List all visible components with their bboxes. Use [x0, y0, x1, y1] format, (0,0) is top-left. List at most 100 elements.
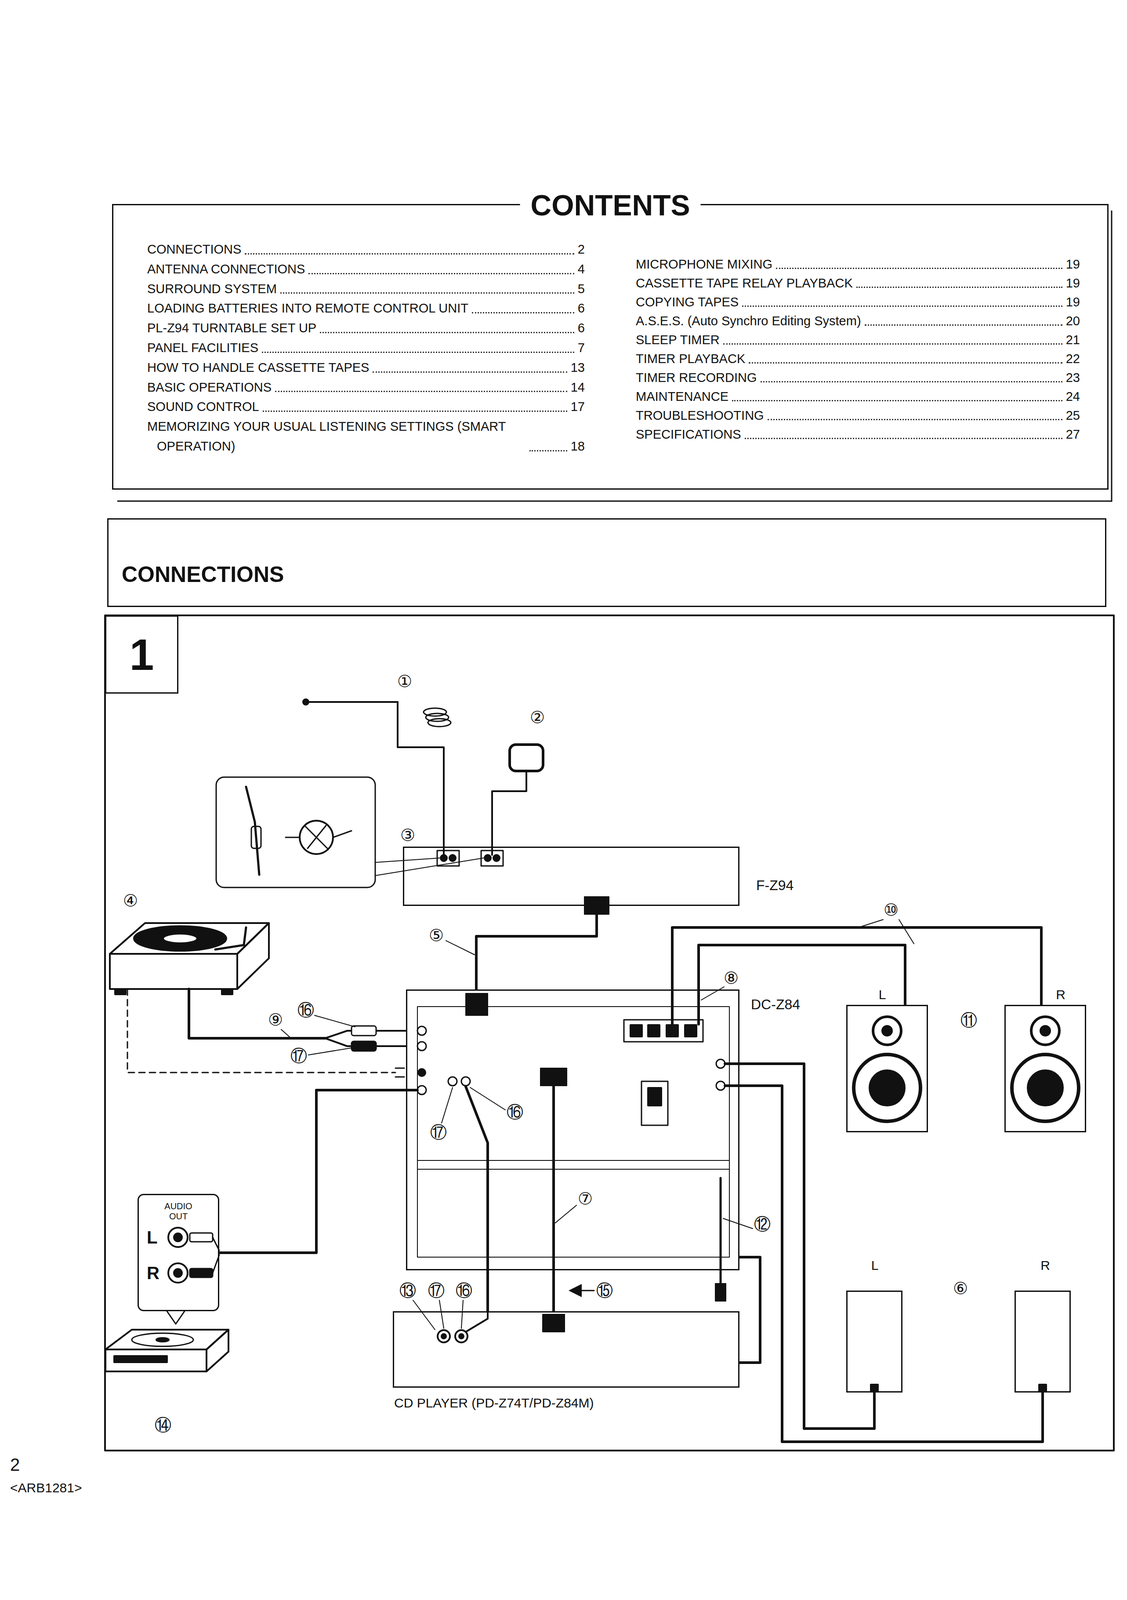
page-number: 19 — [1065, 273, 1080, 293]
contents-entry: COPYING TAPES — [635, 292, 739, 312]
contents-entry: TIMER RECORDING — [635, 368, 758, 388]
callout-number: ⑰ — [289, 1046, 309, 1065]
contents-entry: HOW TO HANDLE CASSETTE TAPES — [147, 357, 370, 378]
page-number: 2 — [577, 239, 585, 260]
contents-row: HOW TO HANDLE CASSETTE TAPES 13 — [147, 357, 585, 378]
callout-number: ⑭ — [153, 1415, 173, 1434]
callout-number: ② — [529, 707, 546, 727]
dot-leader — [319, 331, 575, 334]
unit-label: DC-Z84 — [749, 996, 802, 1012]
dot-leader — [529, 449, 568, 452]
contents-entry: TROUBLESHOOTING — [635, 405, 765, 425]
cd-player: CD PLAYER (PD-Z74T/PD-Z84M) — [392, 1310, 740, 1388]
page-number: 20 — [1065, 311, 1080, 331]
contents-row: PANEL FACILITIES 7 — [147, 337, 585, 358]
contents-title: CONTENTS — [520, 189, 701, 222]
callout-number: ⑮ — [595, 1280, 614, 1300]
cable — [698, 944, 906, 1005]
dot-leader — [308, 272, 575, 275]
contents-row: SPECIFICATIONS27 — [635, 424, 1080, 444]
contents-entry: LOADING BATTERIES INTO REMOTE CONTROL UN… — [147, 298, 469, 319]
figure-number-box: 1 — [105, 615, 179, 694]
surround-speaker: R — [1014, 1290, 1071, 1392]
page-number: 19 — [1065, 292, 1080, 312]
page-number: 17 — [570, 396, 585, 417]
unit-label: R — [1054, 986, 1067, 1002]
contents-row: CONNECTIONS2 — [147, 239, 585, 260]
page-number: 6 — [577, 318, 585, 338]
callout-number: ① — [396, 671, 414, 691]
contents-entry: MICROPHONE MIXING — [635, 254, 773, 274]
contents-row: PL-Z94 TURNTABLE SET UP6 — [147, 318, 585, 338]
main-unit: DC-Z84 — [405, 989, 740, 1270]
contents-entry: PANEL FACILITIES — [147, 337, 259, 358]
front-speaker: R — [1004, 1004, 1087, 1132]
contents-row: A.S.E.S. (Auto Synchro Editing System) 20 — [635, 311, 1080, 331]
callout-number: ③ — [399, 825, 417, 845]
dot-leader — [244, 253, 575, 255]
cable — [739, 1256, 761, 1363]
cable — [486, 1269, 490, 1311]
contents-entry: MAINTENANCE — [635, 387, 729, 406]
cable — [672, 927, 1042, 1005]
contents-entry: SURROUND SYSTEM — [147, 279, 277, 299]
contents-row: TIMER RECORDING 23 — [635, 368, 1080, 388]
contents-row: COPYING TAPES 19 — [635, 292, 1080, 312]
callout-number: ⑨ — [267, 1010, 284, 1029]
page-number: 22 — [1065, 349, 1080, 369]
callout-number: ⑫ — [753, 1214, 772, 1233]
page-number: 23 — [1065, 368, 1080, 388]
contents-row: SURROUND SYSTEM 5 — [147, 279, 585, 299]
page-number: 6 — [577, 298, 585, 319]
contents-row: SOUND CONTROL 17 — [147, 396, 585, 417]
dot-leader — [732, 399, 1063, 402]
page-number: 24 — [1065, 387, 1080, 406]
contents-column: CONNECTIONS2ANTENNA CONNECTIONS4SURROUND… — [147, 239, 585, 457]
page-number: 7 — [577, 337, 585, 358]
callout-number: ⑤ — [427, 925, 445, 945]
page-footer: <ARB1281> — [10, 1479, 82, 1495]
cable — [739, 1085, 1043, 1442]
dot-leader — [767, 418, 1063, 421]
callout-number: ⑯ — [454, 1280, 474, 1300]
callout-number: ⑰ — [429, 1122, 448, 1142]
contents-entry: A.S.E.S. (Auto Synchro Editing System) — [635, 311, 862, 331]
cable — [219, 1089, 406, 1253]
dot-leader — [744, 437, 1063, 439]
channel-label: L — [146, 1228, 158, 1246]
page-footer: 2 — [10, 1454, 20, 1475]
contents-entry: TIMER PLAYBACK — [635, 349, 746, 369]
contents-box: CONTENTSCONNECTIONS2ANTENNA CONNECTIONS4… — [112, 203, 1109, 490]
section-header: CONNECTIONS — [107, 518, 1107, 607]
contents-row: MAINTENANCE 24 — [635, 387, 1080, 406]
page-number: 4 — [577, 259, 585, 280]
panel-title: AUDIO OUT — [158, 1200, 199, 1222]
page-number: 18 — [570, 436, 585, 457]
page-number: 13 — [570, 357, 585, 378]
dot-leader — [760, 380, 1063, 383]
unit-label: F-Z94 — [754, 877, 795, 893]
contents-row: MICROPHONE MIXING19 — [635, 254, 1080, 274]
contents-row: TROUBLESHOOTING 25 — [635, 405, 1080, 425]
contents-row: BASIC OPERATIONS14 — [147, 377, 585, 398]
dot-leader — [775, 267, 1063, 269]
dot-leader — [742, 305, 1063, 307]
contents-entry: ANTENNA CONNECTIONS — [147, 259, 305, 280]
surround-speaker: L — [846, 1290, 903, 1392]
callout-number: ⑦ — [576, 1188, 594, 1208]
front-speaker: L — [846, 1004, 928, 1132]
cable — [552, 1269, 555, 1311]
callout-number: ⑪ — [959, 1010, 979, 1030]
contents-row: CASSETTE TAPE RELAY PLAYBACK19 — [635, 273, 1080, 293]
page-number: 5 — [577, 279, 585, 299]
callout-number: ⑧ — [722, 968, 740, 987]
cable — [476, 905, 597, 990]
dot-leader — [748, 362, 1062, 364]
dot-leader — [723, 343, 1063, 345]
callout-number: ⑬ — [398, 1280, 417, 1300]
contents-entry: SOUND CONTROL — [147, 396, 260, 417]
unit-label: CD PLAYER (PD-Z74T/PD-Z84M) — [392, 1395, 596, 1410]
callout-number: ⑯ — [505, 1102, 525, 1121]
page-number: 25 — [1065, 405, 1080, 425]
